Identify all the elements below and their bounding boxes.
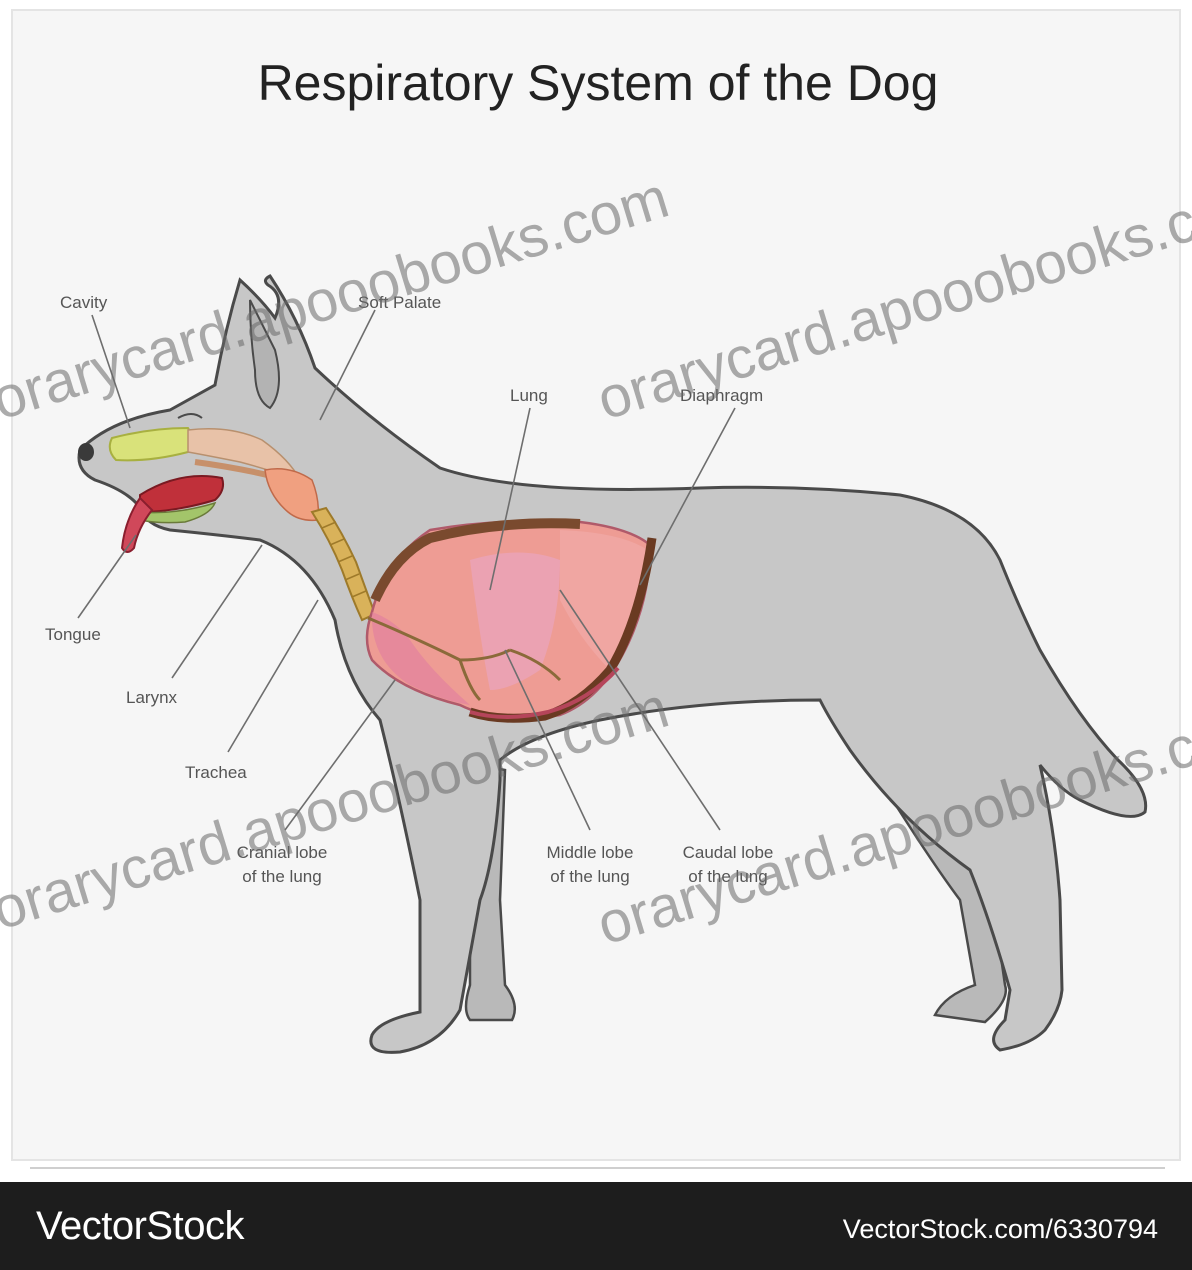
label-tongue: Tongue: [45, 625, 101, 644]
label-trachea: Trachea: [185, 763, 247, 782]
label-middle-lobe-2: of the lung: [550, 867, 629, 886]
label-cavity: Cavity: [60, 293, 108, 312]
diagram-title: Respiratory System of the Dog: [258, 55, 939, 111]
label-cranial-lobe-2: of the lung: [242, 867, 321, 886]
label-lung: Lung: [510, 386, 548, 405]
diagram-svg: Respiratory System of the Dog: [0, 0, 1192, 1182]
brand-logo: VectorStock: [36, 1204, 244, 1249]
nose: [78, 443, 94, 461]
label-middle-lobe-1: Middle lobe: [547, 843, 634, 862]
footer-bar: VectorStock VectorStock.com/6330794: [0, 1182, 1192, 1270]
image-url: VectorStock.com/6330794: [843, 1214, 1158, 1245]
label-larynx: Larynx: [126, 688, 178, 707]
